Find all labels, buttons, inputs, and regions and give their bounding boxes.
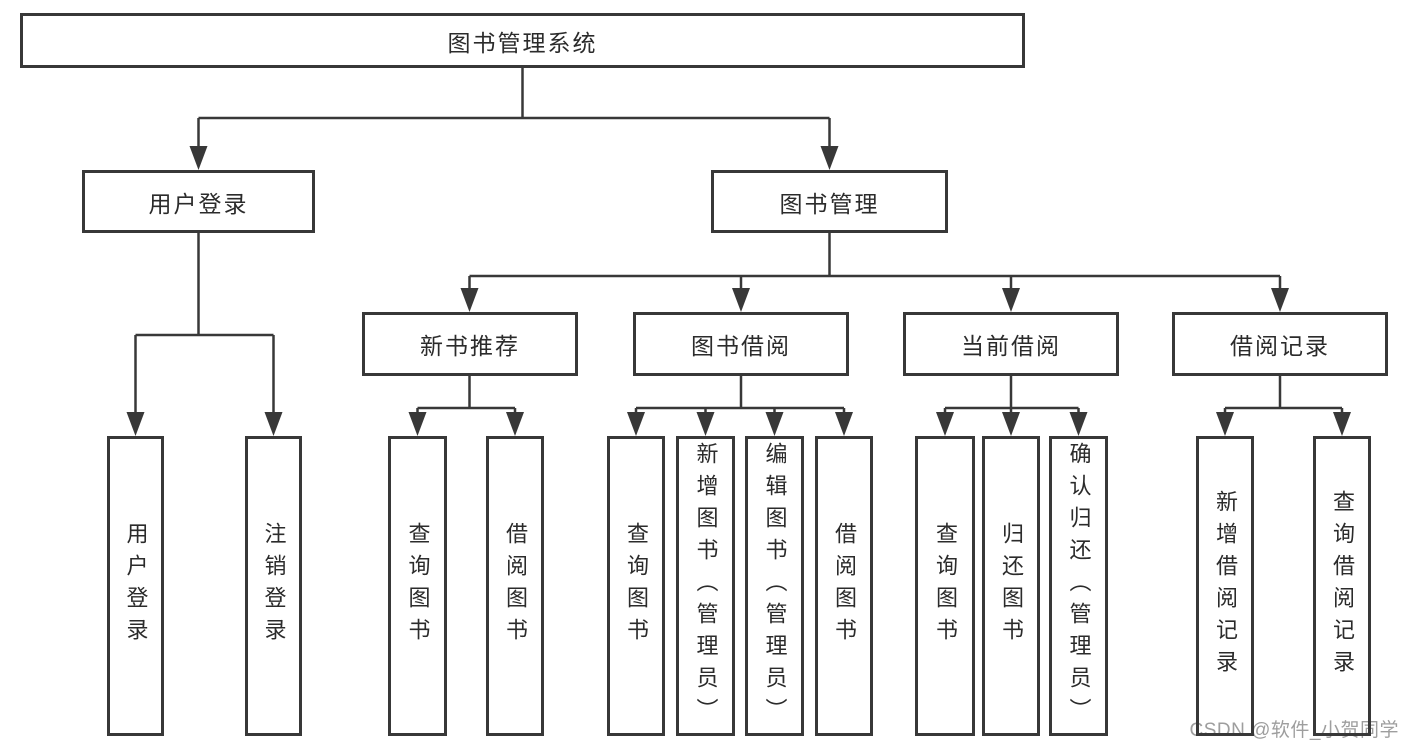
node-label: 查询图书 (405, 522, 431, 650)
node-label: 新增图书（管理员） (693, 442, 719, 730)
leaf-borrow-books-recommend: 借阅图书 (486, 436, 544, 736)
leaf-confirm-return-admin: 确认归还（管理员） (1049, 436, 1108, 736)
node-label: 图书借阅 (691, 333, 791, 359)
leaf-edit-book-admin: 编辑图书（管理员） (745, 436, 804, 736)
leaf-add-borrow-record: 新增借阅记录 (1196, 436, 1254, 736)
arrowhead-icon (506, 412, 524, 436)
node-library-system: 图书管理系统 (20, 13, 1025, 68)
arrowhead-icon (835, 412, 853, 436)
arrowhead-icon (189, 146, 208, 170)
node-label: 确认归还（管理员） (1066, 442, 1092, 730)
leaf-borrow-books: 借阅图书 (815, 436, 873, 736)
node-borrowing-records: 借阅记录 (1172, 312, 1388, 376)
arrowhead-icon (936, 412, 954, 436)
node-label: 查询图书 (624, 522, 649, 650)
arrowhead-icon (460, 288, 479, 312)
leaf-query-borrow-record: 查询借阅记录 (1313, 436, 1371, 736)
arrowhead-icon (264, 412, 283, 436)
arrowhead-icon (696, 412, 715, 436)
arrowhead-icon (408, 412, 427, 436)
node-label: 新书推荐 (420, 333, 520, 359)
node-label: 借阅记录 (1230, 333, 1330, 359)
leaf-user-login: 用户登录 (107, 436, 164, 736)
node-label: 借阅图书 (503, 522, 528, 650)
arrowhead-icon (820, 146, 839, 170)
node-current-borrowing: 当前借阅 (903, 312, 1119, 376)
node-label: 用户登录 (148, 190, 249, 217)
leaf-logout: 注销登录 (245, 436, 302, 736)
node-user-login: 用户登录 (82, 170, 315, 233)
node-label: 编辑图书（管理员） (762, 442, 788, 730)
node-new-book-recommend: 新书推荐 (362, 312, 578, 376)
arrowheads (126, 146, 1351, 436)
arrowhead-icon (627, 412, 645, 436)
leaf-query-books-borrowing: 查询图书 (607, 436, 665, 736)
arrowhead-icon (1069, 412, 1088, 436)
leaf-add-book-admin: 新增图书（管理员） (676, 436, 735, 736)
leaf-query-books-recommend: 查询图书 (388, 436, 447, 736)
arrowhead-icon (1333, 412, 1351, 436)
node-label: 当前借阅 (961, 333, 1061, 359)
arrowhead-icon (1002, 412, 1020, 436)
node-label: 归还图书 (999, 522, 1024, 650)
arrowhead-icon (1002, 288, 1020, 312)
arrowhead-icon (126, 412, 145, 436)
arrowhead-icon (1216, 412, 1234, 436)
node-label: 图书管理 (779, 190, 880, 217)
node-label: 用户登录 (123, 522, 149, 650)
node-label: 查询图书 (933, 522, 958, 650)
node-book-management: 图书管理 (711, 170, 948, 233)
node-label: 借阅图书 (832, 522, 857, 650)
leaf-query-books-current: 查询图书 (915, 436, 975, 736)
node-label: 查询借阅记录 (1330, 490, 1355, 682)
arrowhead-icon (765, 412, 784, 436)
node-label: 图书管理系统 (447, 29, 598, 56)
node-book-borrowing: 图书借阅 (633, 312, 849, 376)
arrowhead-icon (732, 288, 750, 312)
node-label: 新增借阅记录 (1213, 490, 1238, 682)
arrowhead-icon (1271, 288, 1289, 312)
node-label: 注销登录 (261, 522, 287, 650)
leaf-return-book: 归还图书 (982, 436, 1040, 736)
